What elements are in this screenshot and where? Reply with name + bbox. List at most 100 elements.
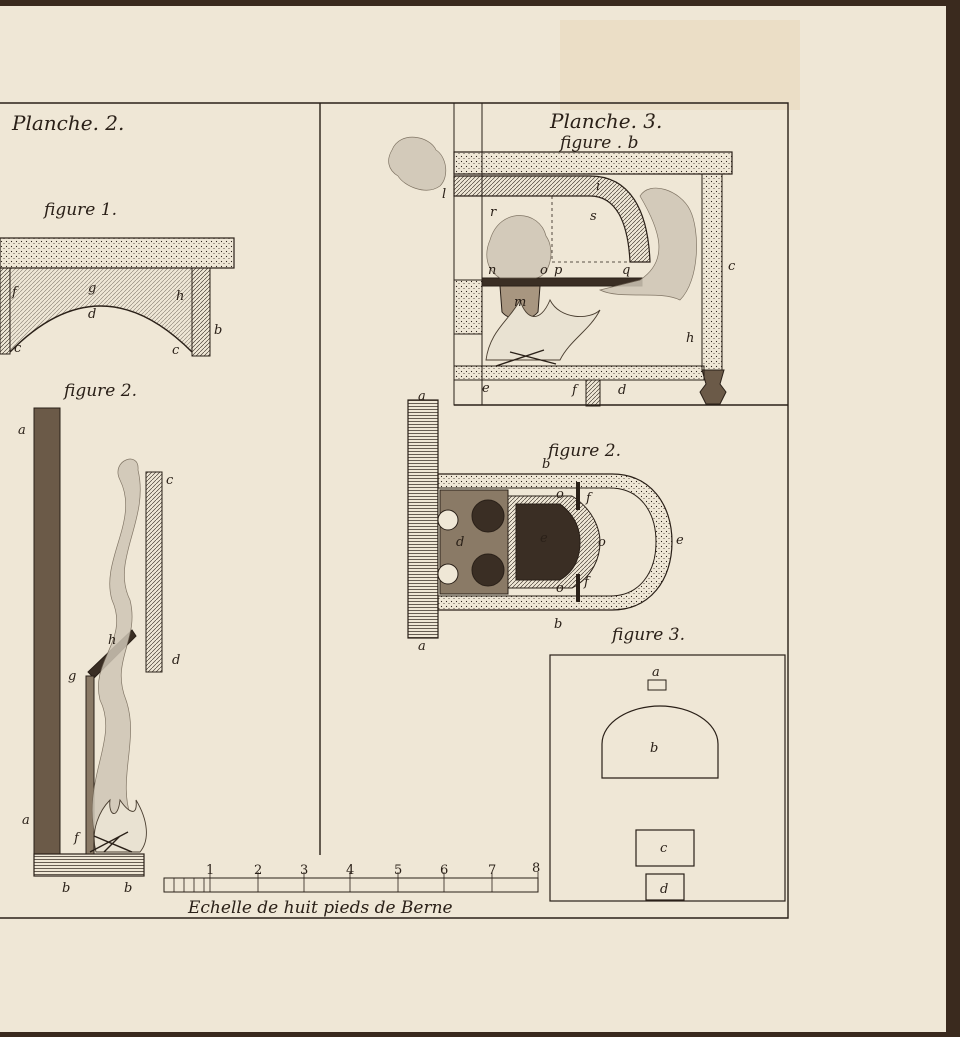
- p2f1-label-f: f: [11, 285, 19, 300]
- mantel-arch-fill: [10, 268, 192, 352]
- p2f2-label-b2: b: [124, 881, 132, 896]
- plan-small-hole-2: [437, 563, 459, 585]
- plate3-fig2-caption: figure 2.: [546, 441, 621, 461]
- plan-fire-core: [515, 503, 581, 581]
- p3f2-label-b2: b: [554, 617, 562, 632]
- dashed-guide: [551, 196, 630, 263]
- p2f2-label-h: h: [108, 633, 116, 648]
- p2f1-label-d: d: [88, 307, 96, 322]
- p3f1-label-o: o: [540, 263, 548, 278]
- hearth-bricks: [453, 279, 483, 335]
- chimney-front-wall: [145, 471, 163, 673]
- scale-tick-6: 6: [440, 863, 448, 878]
- elevation-vent-a: [647, 679, 667, 691]
- base-post: [585, 379, 601, 407]
- stove-top-slab: [453, 151, 733, 175]
- stove-smoke-left: [388, 136, 447, 191]
- p2f1-label-c1: c: [14, 341, 22, 356]
- rising-smoke: [91, 458, 141, 841]
- scale-tick-3: 3: [300, 863, 308, 878]
- plate3-fig3-drawing: [549, 654, 786, 902]
- p3f2-label-d: d: [456, 535, 464, 550]
- p3f2-label-o1: o: [556, 487, 564, 502]
- p3f2-label-b1: b: [542, 457, 550, 472]
- paper-stain: [560, 20, 800, 110]
- p2f1-label-b: b: [214, 323, 222, 338]
- flue-pipe: [453, 175, 651, 263]
- p3f2-label-o3: o: [556, 581, 564, 596]
- scale-bar: [163, 872, 539, 893]
- p3f2-label-o2: o: [598, 535, 606, 550]
- p3f1-label-e: e: [482, 381, 490, 396]
- p3f2-label-f2: f: [583, 575, 591, 590]
- p3f1-label-l: l: [442, 187, 446, 202]
- p3f2-label-a2: a: [418, 639, 426, 654]
- stove-logs: [495, 349, 557, 367]
- stove-smoke-right: [598, 187, 697, 301]
- p2f2-label-g: g: [68, 669, 76, 684]
- p3f1-label-p: p: [554, 263, 563, 278]
- p2f2-label-f: f: [73, 831, 81, 846]
- elevation-door-c: [635, 829, 695, 867]
- p3f2-label-e1: e: [540, 531, 548, 546]
- plate2-fig2-caption: figure 2.: [62, 381, 137, 401]
- plate3-fig1-drawing: [388, 102, 788, 407]
- plate3-title: Planche. 3.: [549, 109, 662, 133]
- fire-logs: [89, 831, 133, 853]
- fire-flames: [93, 798, 147, 853]
- scale-tick-1: 1: [206, 863, 214, 878]
- plan-wall: [407, 399, 439, 639]
- p2f2-label-d: d: [172, 653, 180, 668]
- plate2-fig2-drawing: [33, 407, 163, 877]
- plan-damper-2: [576, 574, 580, 602]
- p3f1-label-i: i: [596, 179, 600, 194]
- elevation-door-d: [645, 873, 685, 901]
- p2f1-label-c2: c: [172, 343, 180, 358]
- p3f3-label-c: c: [660, 841, 668, 856]
- p3f1-label-f: f: [571, 383, 579, 398]
- p2f1-label-h: h: [176, 289, 184, 304]
- p3f2-label-f1: f: [585, 491, 593, 506]
- scale-tick-7: 7: [488, 863, 496, 878]
- stove-right-wall: [701, 173, 723, 371]
- p2f2-label-c: c: [166, 473, 174, 488]
- p2f2-label-a1: a: [18, 423, 26, 438]
- plate3-fig3-caption: figure 3.: [610, 625, 685, 645]
- p3f1-label-d: d: [618, 383, 626, 398]
- scale-tick-8: 8: [532, 861, 540, 876]
- plate-frame: [0, 102, 789, 919]
- stove-flames: [485, 298, 601, 361]
- plan-damper-1: [576, 482, 580, 510]
- p2f1-label-g: g: [88, 281, 96, 296]
- mantel-slab: [0, 237, 235, 269]
- plate3-fig1-caption: figure . b: [558, 133, 638, 153]
- p3f1-label-r: r: [490, 205, 497, 220]
- scale-tick-4: 4: [346, 863, 354, 878]
- hearth-floor: [33, 853, 145, 877]
- plate2-title: Planche. 2.: [11, 111, 124, 135]
- p3f1-label-h: h: [686, 331, 694, 346]
- mantel-left-jamb: [0, 267, 11, 355]
- p3f3-label-d: d: [660, 882, 668, 897]
- plate2-fig1-drawing: [0, 237, 235, 357]
- p2f2-label-a2: a: [22, 813, 30, 828]
- scale-caption: Echelle de huit pieds de Berne: [187, 898, 453, 918]
- p3f1-label-n: n: [488, 263, 496, 278]
- p3f3-label-b: b: [650, 741, 658, 756]
- plan-hole-1: [471, 499, 505, 533]
- scale-tick-5: 5: [394, 863, 402, 878]
- stove-leg: [699, 369, 727, 405]
- p3f3-label-a: a: [652, 665, 660, 680]
- plate3-fig2-drawing: [407, 399, 673, 639]
- p3f1-label-c: c: [728, 259, 736, 274]
- p3f2-label-a1: a: [418, 389, 426, 404]
- p3f1-label-s: s: [590, 209, 597, 224]
- mantel-right-jamb: [191, 267, 211, 357]
- stove-base: [453, 365, 705, 381]
- plan-small-hole-1: [437, 509, 459, 531]
- cooking-plate: [481, 277, 643, 287]
- p3f2-label-e2: e: [676, 533, 684, 548]
- plan-hole-2: [471, 553, 505, 587]
- chimney-back-wall: [33, 407, 61, 855]
